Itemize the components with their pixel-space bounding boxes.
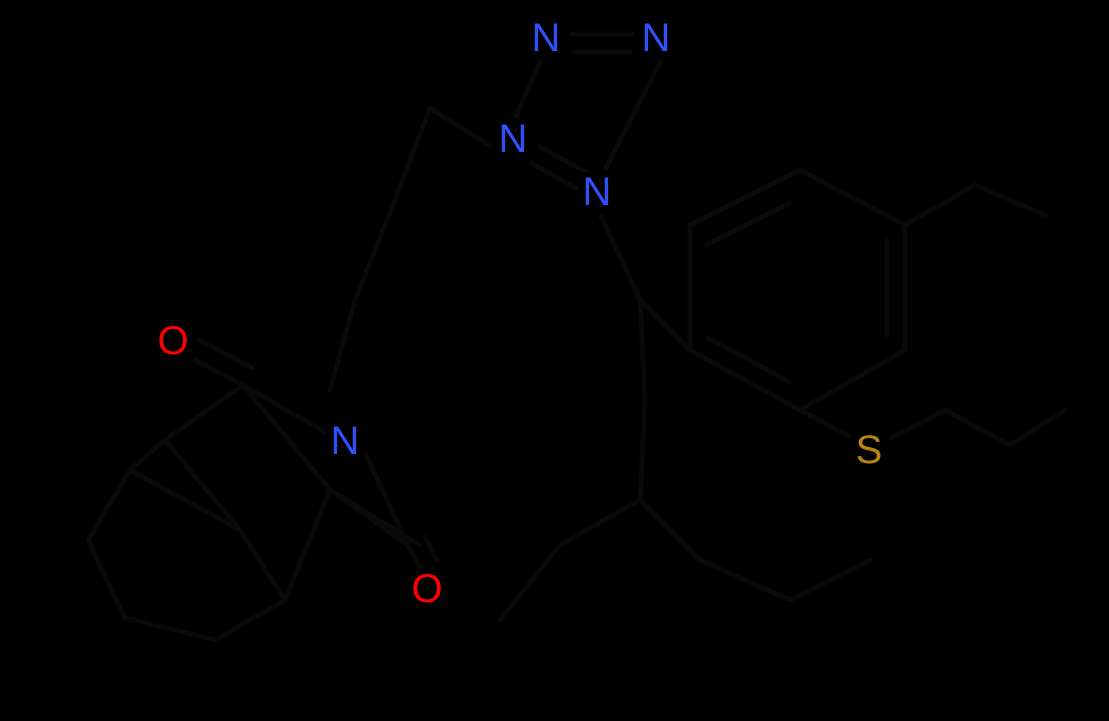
bond-s-c3 [1007,407,1068,448]
bond-alkyl-b [972,182,1048,218]
bond-bic-1 [162,382,246,443]
bond-benz-ab-inner [703,200,793,248]
atom-label-oxygen-2: O [411,567,442,611]
bond-alkyl-f [497,542,563,623]
bond-benz-to-chain [637,297,693,353]
bond-benz-ab [687,167,803,228]
bond-bic-8 [240,382,333,493]
thioether-group [888,407,1068,448]
central-chain [327,297,703,563]
bond-ca-o1-a [187,354,246,388]
bond-bic-6 [212,597,288,643]
bond-n3-ch2 [427,105,492,148]
atom-label-nitrogen-3: N [499,117,528,161]
halo-n5 [326,421,364,461]
atom-label-layer: N N N N N O O S [153,16,887,611]
imide-group [187,337,440,571]
bond-alkyl-d [787,557,873,603]
bicyclic-bridged-ring [85,382,333,643]
bond-benz-bc [797,167,908,228]
bond-s-c1 [888,407,948,441]
bond-s-c2 [942,407,1013,448]
bond-bic-4 [85,537,128,621]
bond-bic-2 [127,437,168,473]
tetrazole-to-core-linker [327,105,433,393]
tetrazole-ring [427,31,663,303]
bond-benz-ef [687,347,803,413]
bond-chain-core-link [327,487,423,548]
bond-alkyl-e [557,497,643,548]
halo-n2 [637,18,675,58]
bond-bic-bridge-c [127,467,243,533]
bond-n5-cb [363,452,411,548]
bond-ca-o1-b [196,337,255,371]
peripheral-alkyl-bonds [497,182,1048,623]
benzene-ring [637,167,908,439]
atom-label-nitrogen-1: N [532,16,561,60]
bond-linker-a [392,105,433,203]
bond-n3-c [528,160,579,191]
bond-cb-o2-b [422,534,440,563]
halo-n1 [527,18,565,58]
bond-bic-5 [122,615,218,643]
bond-n1-c5 [513,59,543,119]
halo-n4 [578,172,616,212]
bond-alkyl-a [902,182,978,228]
halo-s1 [851,430,887,470]
atom-label-sulfur-1: S [856,428,883,472]
bond-n2-c3 [603,59,663,171]
bond-linker-c [327,297,358,393]
halo-o2 [407,569,447,609]
bond-benz-ef-inner [705,335,793,385]
atom-label-oxygen-1: O [157,319,188,363]
bond-chain-c [637,497,703,563]
bond-n3-c-inner [537,144,589,175]
bond-cb-o2-a [405,542,423,571]
bond-bic-bridge-b [237,527,288,603]
bond-benz-to-s [797,407,852,439]
bond-benz-de [797,347,908,413]
atom-label-nitrogen-5: N [331,419,360,463]
halo-o1 [153,321,193,361]
bond-bic-7 [282,487,333,603]
bond-chain-a [637,297,648,403]
bond-alkyl-c [697,557,793,603]
atom-label-nitrogen-2: N [642,16,671,60]
halo-n3 [494,119,532,159]
bond-ca-n5 [240,382,328,435]
bond-chain-b [637,397,648,503]
bond-linker-b [352,197,398,303]
bond-bic-3 [85,467,133,543]
bond-n4-ch [598,213,643,303]
atom-label-nitrogen-4: N [583,170,612,214]
bond-bic-bridge-a [162,437,243,533]
